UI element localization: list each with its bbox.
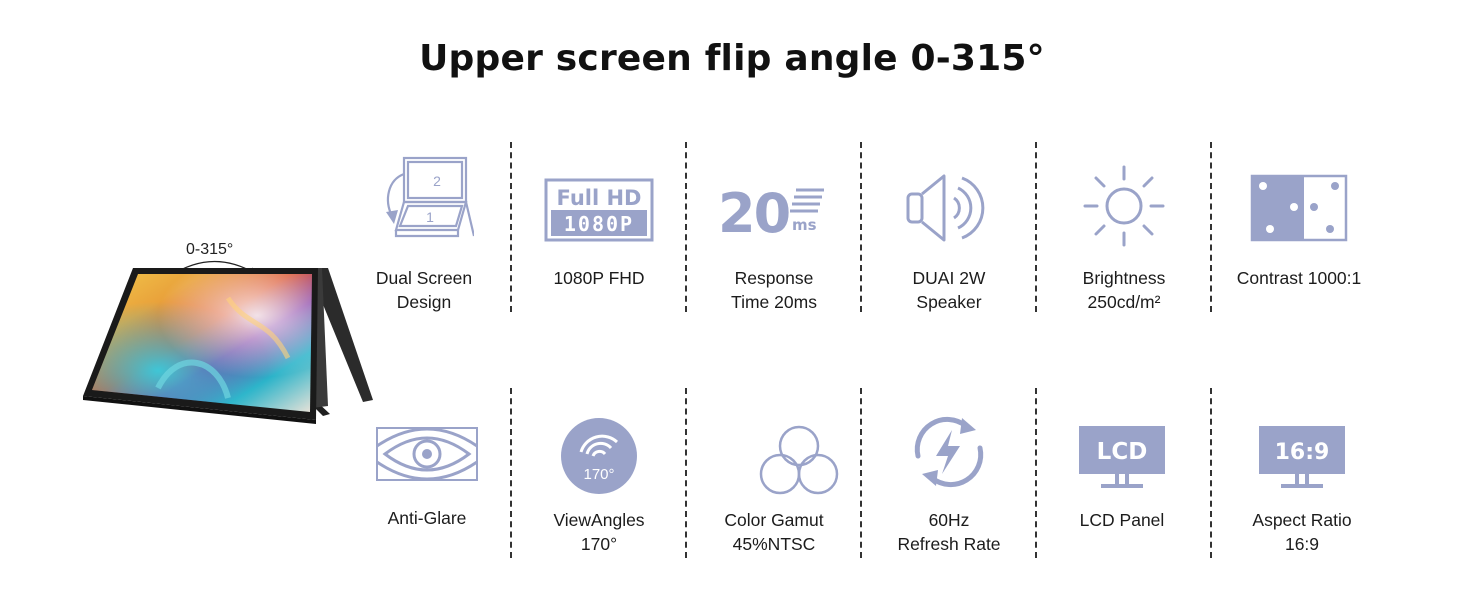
full-hd-icon: Full HD 1080P	[544, 178, 654, 242]
divider	[1035, 142, 1037, 312]
divider	[1035, 388, 1037, 558]
divider	[860, 388, 862, 558]
page-title: Upper screen flip angle 0-315°	[419, 38, 1045, 79]
angle-label: 0-315°	[186, 241, 234, 258]
svg-text:1: 1	[426, 209, 434, 225]
feature-label: 1080P FHD	[553, 268, 645, 288]
feature-full-hd: Full HD 1080P 1080P FHD	[519, 150, 679, 320]
aspect-ratio-monitor-icon: 16:9	[1259, 426, 1345, 488]
divider	[510, 142, 512, 312]
svg-text:20: 20	[718, 182, 789, 240]
svg-text:1080P: 1080P	[564, 212, 634, 236]
feature-lcd-panel: LCD LCD Panel	[1042, 392, 1202, 562]
response-time-icon: 20 ms	[718, 182, 824, 240]
divider	[510, 388, 512, 558]
divider	[685, 388, 687, 558]
sun-icon	[1083, 165, 1165, 247]
speaker-icon	[906, 174, 985, 242]
refresh-rate-icon	[914, 416, 984, 488]
svg-text:Full HD: Full HD	[557, 186, 642, 210]
feature-label: Contrast 1000:1	[1236, 268, 1362, 288]
svg-text:LCD: LCD	[1097, 439, 1148, 465]
divider	[685, 142, 687, 312]
view-angle-icon: 170°	[561, 418, 637, 494]
feature-anti-glare: Anti-Glare	[347, 392, 507, 562]
svg-text:ms: ms	[792, 216, 817, 234]
feature-label: Anti-Glare	[387, 508, 467, 528]
dual-screen-monitor-image	[83, 260, 373, 424]
lcd-monitor-icon: LCD	[1079, 426, 1165, 488]
divider	[1210, 388, 1212, 558]
eye-icon	[376, 427, 478, 481]
contrast-icon	[1250, 174, 1348, 242]
svg-text:170°: 170°	[583, 466, 614, 483]
feature-contrast: Contrast 1000:1	[1219, 150, 1379, 320]
feature-label: LCD Panel	[1079, 510, 1165, 530]
svg-text:16:9: 16:9	[1275, 440, 1330, 465]
svg-text:2: 2	[433, 173, 441, 189]
divider	[860, 142, 862, 312]
dual-screen-icon: 2 1	[386, 156, 474, 238]
divider	[1210, 142, 1212, 312]
color-gamut-icon	[759, 425, 839, 495]
